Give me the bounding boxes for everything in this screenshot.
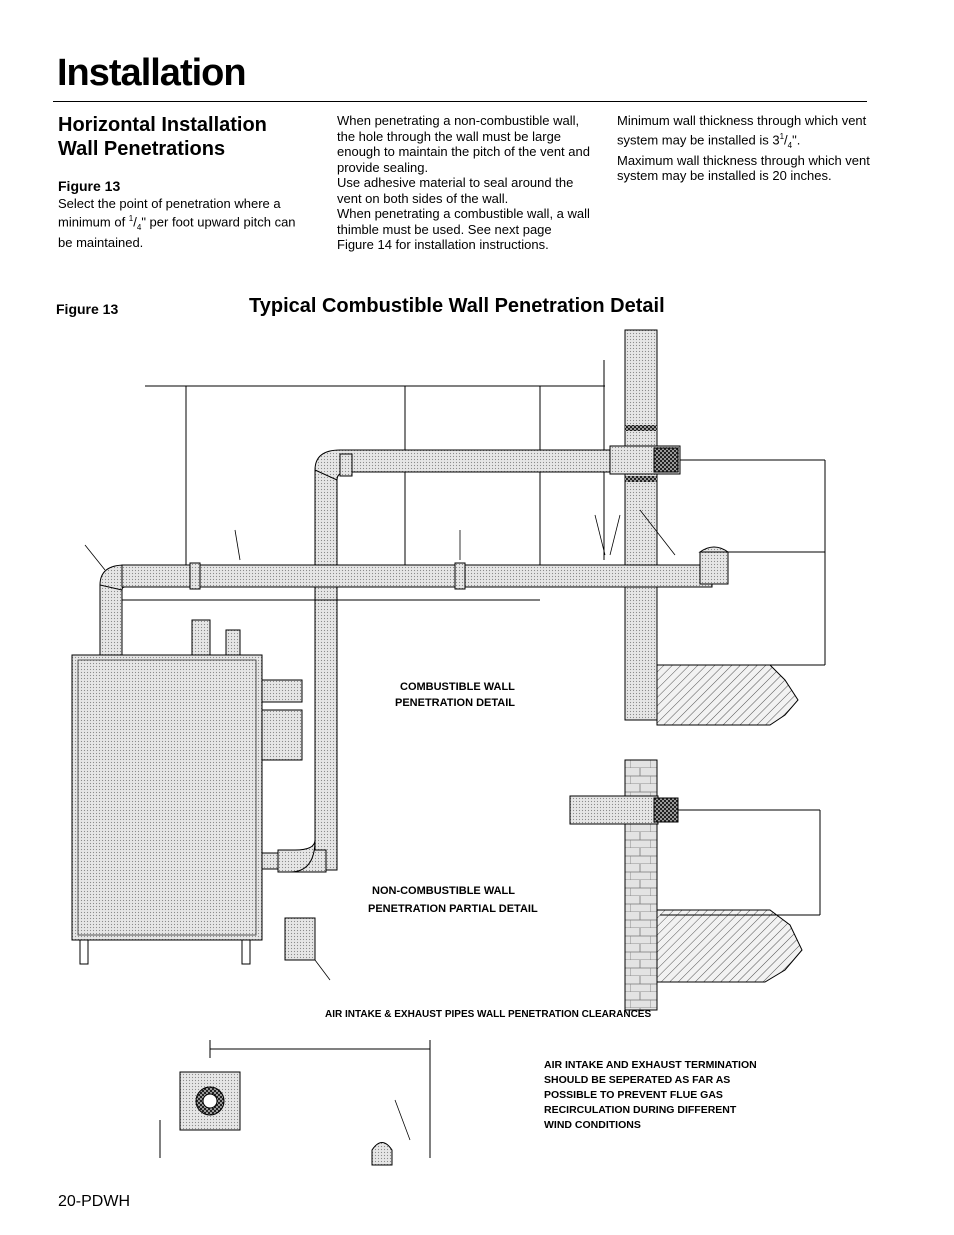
fraction-numerator: 1 xyxy=(128,214,134,223)
termination-note-line5: WIND CONDITIONS xyxy=(544,1119,641,1131)
page-title: Installation xyxy=(57,52,247,94)
pitch-text-b: " per foot upward pitch can be maintaine… xyxy=(58,214,296,251)
noncombustible-wall xyxy=(569,759,679,1011)
pitch-paragraph: Select the point of penetration where a … xyxy=(58,195,296,251)
ground-lower xyxy=(656,909,803,983)
air-intake-pipe xyxy=(99,546,730,666)
adhesive-paragraph: Use adhesive material to seal around the… xyxy=(337,175,574,206)
fraction-numerator: 1 xyxy=(779,131,785,141)
fraction-denominator: 4 xyxy=(787,140,793,150)
termination-note-line3: POSSIBLE TO PREVENT FLUE GAS xyxy=(544,1089,723,1101)
noncombustible-caption-line2: PENETRATION PARTIAL DETAIL xyxy=(368,903,538,915)
min-thickness-paragraph: Minimum wall thickness through which ven… xyxy=(617,113,867,150)
section-heading-line2: Wall Penetrations xyxy=(58,138,226,160)
ground-upper xyxy=(656,664,799,726)
termination-note-line2: SHOULD BE SEPERATED AS FAR AS xyxy=(544,1074,730,1086)
pitch-text-a: Select the point of penetration where a … xyxy=(58,195,281,230)
dimension-lines xyxy=(122,459,826,1158)
combustible-paragraph: When penetrating a combustible wall, a w… xyxy=(337,206,590,252)
combustible-caption-line1: COMBUSTIBLE WALL xyxy=(400,681,515,693)
combustible-wall xyxy=(609,329,681,721)
figure-title: Typical Combustible Wall Penetration Det… xyxy=(249,295,665,317)
diagram-captions: COMBUSTIBLE WALL PENETRATION DETAIL NON-… xyxy=(325,681,757,1131)
page-footer: 20-PDWH xyxy=(58,1193,131,1210)
combustible-caption-line2: PENETRATION DETAIL xyxy=(395,697,515,709)
section-heading: Horizontal Installation Wall Penetration… xyxy=(58,113,313,161)
column-1: Horizontal Installation Wall Penetration… xyxy=(58,113,313,251)
figure-label: Figure 13 xyxy=(56,301,119,317)
exhaust-pipe xyxy=(277,449,611,873)
clearances-title: AIR INTAKE & EXHAUST PIPES WALL PENETRAT… xyxy=(325,1009,651,1020)
termination-note-line1: AIR INTAKE AND EXHAUST TERMINATION xyxy=(544,1059,757,1071)
min-thickness-suffix: ". xyxy=(792,131,801,147)
boiler xyxy=(71,619,316,965)
wall-penetration-diagram: COMBUSTIBLE WALL PENETRATION DETAIL NON-… xyxy=(71,329,826,1166)
noncombustible-caption-line1: NON-COMBUSTIBLE WALL xyxy=(372,885,515,897)
termination-note-line4: RECIRCULATION DURING DIFFERENT xyxy=(544,1104,737,1116)
max-thickness-paragraph: Maximum wall thickness through which ven… xyxy=(617,152,870,184)
noncombustible-paragraph: When penetrating a non-combustible wall,… xyxy=(337,113,590,175)
title-rule xyxy=(53,101,867,102)
fraction-denominator: 4 xyxy=(136,222,142,232)
section-heading-line1: Horizontal Installation xyxy=(58,114,267,136)
clearance-detail xyxy=(179,1071,393,1166)
column-3: Minimum wall thickness through which ven… xyxy=(617,113,872,184)
column-2: When penetrating a non-combustible wall,… xyxy=(337,113,592,253)
min-thickness-text: Minimum wall thickness through which ven… xyxy=(617,113,867,147)
leader-lines xyxy=(84,509,676,1141)
figure-reference-label: Figure 13 xyxy=(58,178,121,194)
